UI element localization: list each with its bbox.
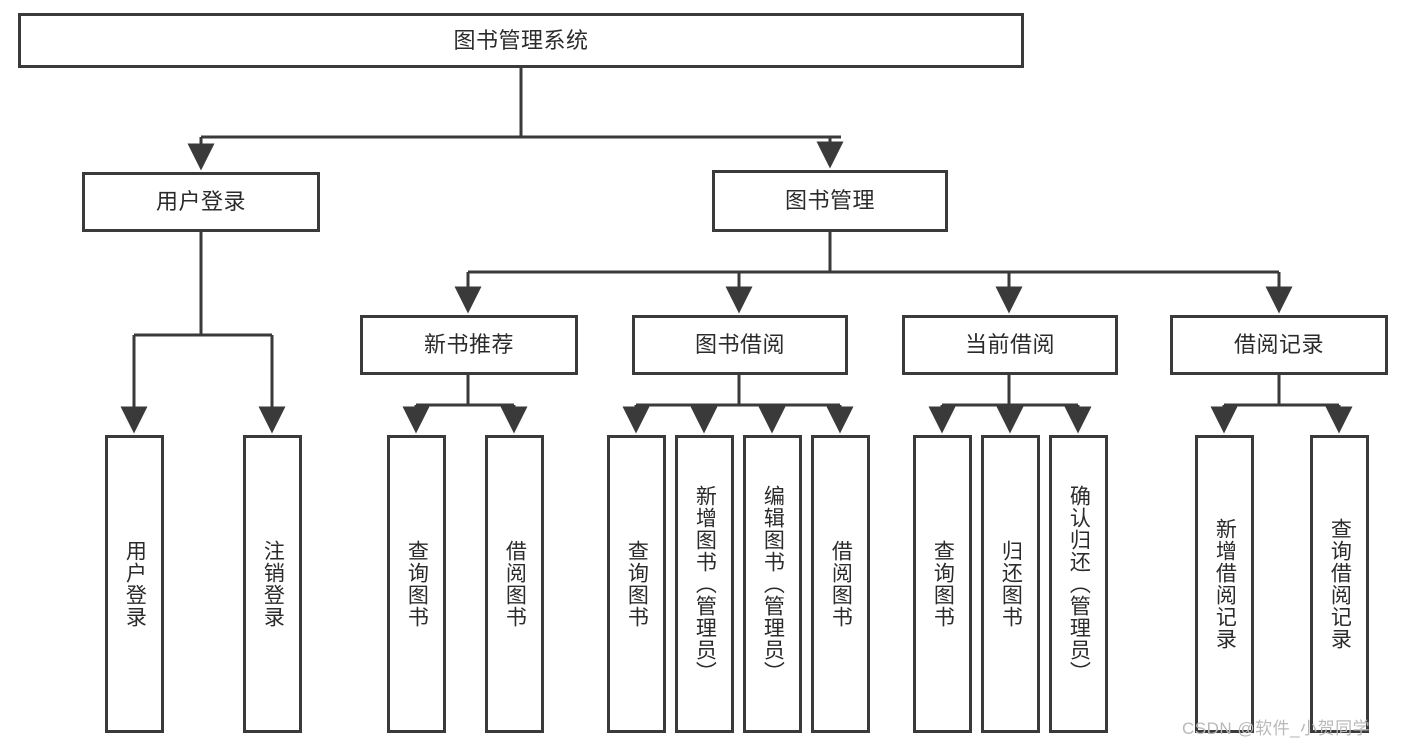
node-label: 当前借阅 (964, 332, 1055, 358)
leaf-node-query-book-current[interactable]: 查询图书 (913, 435, 972, 733)
node-label: 新增借阅记录 (1213, 518, 1237, 650)
leaf-node-borrow-book[interactable]: 借阅图书 (811, 435, 870, 733)
node-new-book-recommend[interactable]: 新书推荐 (360, 315, 578, 375)
leaf-node-logout[interactable]: 注销登录 (243, 435, 302, 733)
node-label: 查询图书 (931, 540, 955, 628)
node-label: 确认归还（管理员） (1067, 485, 1091, 683)
leaf-node-borrow-book-recommend[interactable]: 借阅图书 (485, 435, 544, 733)
node-label: 新书推荐 (423, 332, 514, 358)
node-book-borrow[interactable]: 图书借阅 (632, 315, 848, 375)
node-label: 借阅图书 (829, 540, 853, 628)
node-label: 借阅图书 (503, 540, 527, 628)
leaf-node-query-book-recommend[interactable]: 查询图书 (387, 435, 446, 733)
node-label: 图书借阅 (694, 332, 785, 358)
node-label: 查询图书 (405, 540, 429, 628)
node-user-login[interactable]: 用户登录 (82, 172, 320, 232)
csdn-watermark: CSDN @软件_小贺同学 (1182, 719, 1371, 738)
leaf-node-add-borrow-record[interactable]: 新增借阅记录 (1195, 435, 1254, 733)
node-borrow-record[interactable]: 借阅记录 (1170, 315, 1388, 375)
node-book-management[interactable]: 图书管理 (712, 170, 948, 232)
leaf-node-return-book[interactable]: 归还图书 (981, 435, 1040, 733)
node-root-system[interactable]: 图书管理系统 (18, 13, 1024, 68)
node-label: 图书管理 (784, 188, 875, 214)
node-label: 编辑图书（管理员） (761, 485, 785, 683)
node-label: 注销登录 (261, 540, 285, 628)
node-label: 借阅记录 (1233, 332, 1324, 358)
node-label: 用户登录 (123, 540, 147, 628)
node-label: 查询图书 (625, 540, 649, 628)
node-current-borrow[interactable]: 当前借阅 (902, 315, 1118, 375)
leaf-node-query-borrow-record[interactable]: 查询借阅记录 (1310, 435, 1369, 733)
node-label: 归还图书 (999, 540, 1023, 628)
leaf-node-user-login[interactable]: 用户登录 (105, 435, 164, 733)
node-label: 图书管理系统 (453, 27, 589, 53)
node-label: 用户登录 (155, 189, 246, 215)
leaf-node-add-book-admin[interactable]: 新增图书（管理员） (675, 435, 734, 733)
leaf-node-confirm-return-admin[interactable]: 确认归还（管理员） (1049, 435, 1108, 733)
leaf-node-edit-book-admin[interactable]: 编辑图书（管理员） (743, 435, 802, 733)
node-label: 查询借阅记录 (1328, 518, 1352, 650)
node-label: 新增图书（管理员） (693, 485, 717, 683)
leaf-node-query-book-borrow[interactable]: 查询图书 (607, 435, 666, 733)
